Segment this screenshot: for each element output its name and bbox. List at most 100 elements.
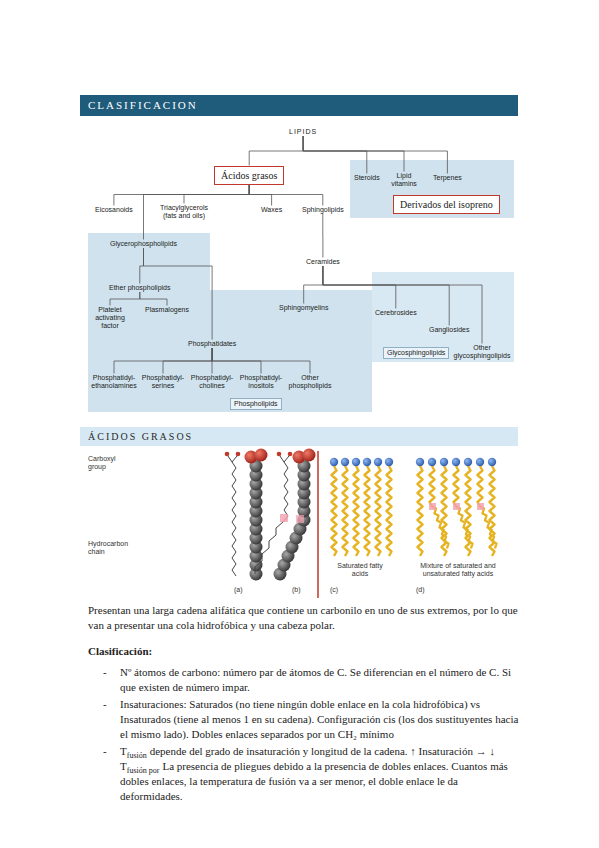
tree-connector <box>249 185 271 206</box>
tree-connector <box>304 266 323 304</box>
node-text: LIPIDS <box>289 128 317 136</box>
tree-node: Phosphatidyl- inositols <box>237 374 285 390</box>
tree-node: Other phospholipids <box>286 374 334 390</box>
tree-connector <box>110 292 140 306</box>
tree-node: Platelet activating factor <box>90 306 130 330</box>
node-text: Lipid vitamins <box>387 172 421 188</box>
bullet-text: Nº átomos de carbono: número par de átom… <box>120 666 511 693</box>
figure-caption: Saturated fatty acids <box>334 562 386 578</box>
node-text: Other glycosphingolipids <box>451 344 513 360</box>
node-text: Phospholipids <box>234 400 278 408</box>
tree-connector <box>323 266 482 344</box>
node-text: Phosphatidyl- serines <box>139 374 187 390</box>
bullet-marker-cell: - <box>88 744 120 804</box>
panel-letter: (b) <box>292 586 301 594</box>
subscript: fusión <box>127 751 147 760</box>
tree-node: Sphingomyelins <box>279 304 328 312</box>
tree-connector <box>303 136 367 174</box>
tree-node: Plasmalogens <box>145 306 189 314</box>
tree-connector <box>144 185 250 240</box>
tree-connector <box>163 348 212 374</box>
group-tag: Phospholipids <box>230 398 282 410</box>
tree-connector <box>114 348 212 374</box>
divider-line <box>317 451 319 598</box>
node-text: Phosphatidyl- ethanolamines <box>90 374 138 390</box>
category-box: Derivados del isopreno <box>393 195 500 214</box>
isoprene-region <box>350 160 514 218</box>
tree-connector <box>303 136 447 174</box>
bullet-row: -Nº átomos de carbono: número par de áto… <box>88 665 520 695</box>
node-text: Triacylglycerols (fats and oils) <box>154 204 214 220</box>
node-text: Platelet activating factor <box>90 306 130 330</box>
tree-node: Phosphatidyl- cholines <box>188 374 236 390</box>
node-text: Phosphatidyl- cholines <box>188 374 236 390</box>
text-section: Presentan una larga cadena alifática que… <box>88 603 520 806</box>
tree-node: Eicosanoids <box>95 206 133 214</box>
figure-caption: Mixture of saturated and unsaturated fat… <box>408 562 508 578</box>
bullet-text-cell: Insaturaciones: Saturados (no tiene ning… <box>120 697 520 742</box>
shaded-regions <box>88 160 514 412</box>
bullet-marker: - <box>103 745 107 757</box>
node-text: Ether phospholipids <box>109 284 171 292</box>
section-header-band: CLASIFICACION <box>80 95 518 116</box>
bullet-marker-cell: - <box>88 697 120 742</box>
node-text: Phosphatidates <box>188 340 236 348</box>
bullet-text: Insaturaciones: Saturados (no tiene ning… <box>120 698 518 740</box>
tree-connector <box>322 214 323 258</box>
node-text: Cerebrosides <box>375 309 417 317</box>
tree-node: Sphingolipids <box>302 206 344 214</box>
fatty-acid-b <box>255 449 316 581</box>
tree-connector <box>212 348 310 374</box>
tree-connector <box>323 266 449 326</box>
node-text: CLASIFICACION <box>88 95 518 116</box>
subheading: Clasificación: <box>88 644 520 659</box>
section-header-band: ÁCIDOS GRASOS <box>80 427 518 446</box>
node-text: ÁCIDOS GRASOS <box>88 427 518 446</box>
node-text: Derivados del isopreno <box>400 198 493 211</box>
panel-letter: (d) <box>416 586 425 594</box>
tree-connector <box>249 185 323 206</box>
tree-connector <box>249 136 303 166</box>
tree-connector <box>114 185 249 206</box>
node-text: Sphingomyelins <box>279 304 328 312</box>
bullet-text-cell: Tfusióndepende del grado de insaturación… <box>120 744 520 804</box>
node-text: Terpenes <box>433 174 462 182</box>
mixed-fatty-acids <box>416 458 497 556</box>
node-text: Plasmalogens <box>145 306 189 314</box>
bullet-marker-cell: - <box>88 665 120 695</box>
fatty-acid-a <box>225 449 268 581</box>
tree-node: Terpenes <box>433 174 462 182</box>
group-tag: Glycosphingolipids <box>383 347 449 359</box>
tree-node: Lipid vitamins <box>387 172 421 188</box>
bullet-marker: - <box>103 698 107 710</box>
tree-connector <box>140 292 167 306</box>
tree-node: Phosphatidates <box>188 340 236 348</box>
category-box: Ácidos grasos <box>214 166 284 185</box>
bullet-row: - Tfusióndepende del grado de insaturació… <box>88 744 520 804</box>
node-text: Waxes <box>261 206 282 214</box>
tree-node: Waxes <box>261 206 282 214</box>
node-text: Sphingolipids <box>302 206 344 214</box>
tree-connector <box>303 136 404 172</box>
tree-node: Steroids <box>354 174 380 182</box>
node-text: Ceramides <box>306 258 340 266</box>
saturated-fatty-acids <box>330 458 393 556</box>
tree-node: Triacylglycerols (fats and oils) <box>154 204 214 220</box>
tree-connector <box>144 248 213 340</box>
body-paragraph: Presentan una larga cadena alifática que… <box>88 603 520 633</box>
figure-label: Hydrocarbon chain <box>88 540 134 556</box>
panel-letter: (c) <box>330 586 338 594</box>
tree-node: Glycerophospholipids <box>110 240 177 248</box>
bullet-row: - Insaturaciones: Saturados (no tiene nin… <box>88 697 520 742</box>
tree-connector <box>323 266 396 309</box>
tree-connector <box>140 248 144 284</box>
tree-node: Ether phospholipids <box>109 284 171 292</box>
node-text: Gangliosides <box>429 326 469 334</box>
panel-letter: (a) <box>234 586 243 594</box>
node-text: Glycosphingolipids <box>387 349 445 357</box>
node-text: Phosphatidyl- inositols <box>237 374 285 390</box>
tree-node: Other glycosphingolipids <box>451 344 513 360</box>
subscript: fusión por <box>127 766 160 775</box>
tree-node: Gangliosides <box>429 326 469 334</box>
